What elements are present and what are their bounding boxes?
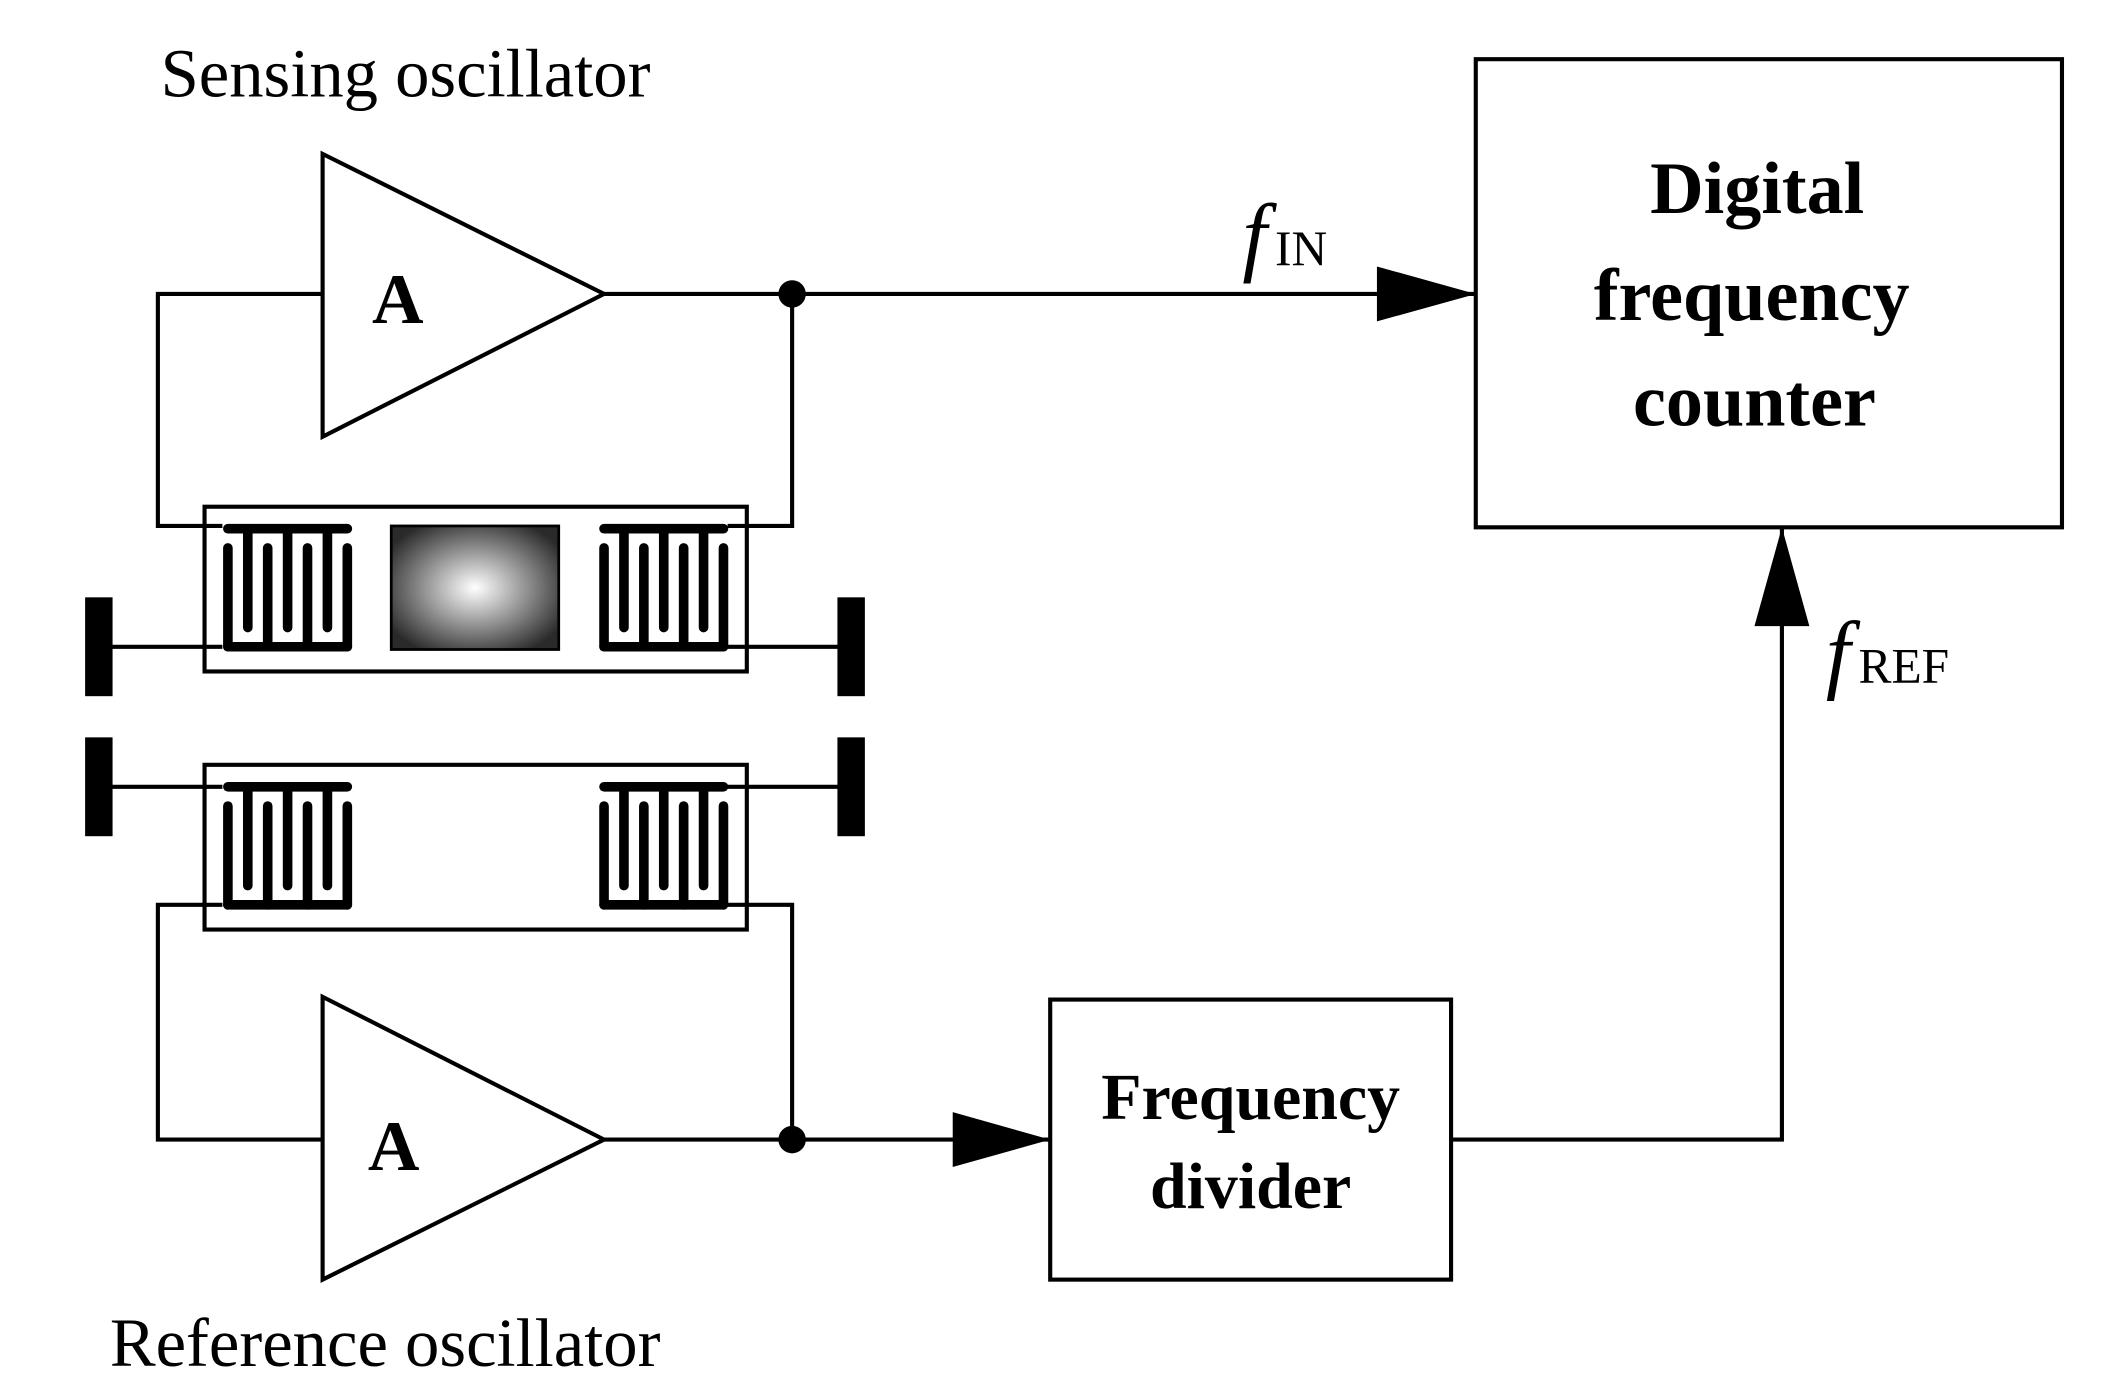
idt-bottom-left-icon [223,781,353,910]
idt-bottom-right-icon [599,781,729,910]
divider-label-line2: divider [1150,1150,1351,1223]
digital-frequency-counter-block [1473,57,2065,530]
absorber-top-right-icon [837,597,865,697]
amplifier-top-icon [320,150,609,441]
counter-label-line3: counter [1633,361,1876,443]
frequency-divider-block [1048,997,1454,1282]
amplifier-bottom-label: A [368,1107,420,1186]
reference-device-substrate [202,762,749,932]
divider-input-arrowhead-icon [952,1112,1051,1168]
f-ref-arrowhead-icon [1754,527,1810,627]
absorber-top-left-icon [85,597,113,697]
amplifier-top-label: A [372,260,424,339]
counter-label-line2: frequency [1594,255,1910,337]
sensing-device-substrate [202,504,749,674]
idt-top-left-icon [223,523,353,652]
reference-oscillator-label: Reference oscillator [110,1305,661,1380]
sensing-oscillator-label: Sensing oscillator [161,35,651,111]
f-in-arrowhead-icon [1376,266,1476,322]
reference-feedback-wires [155,902,1051,1142]
junction-top-icon [778,280,806,308]
idt-top-right-icon [599,523,729,652]
absorber-bottom-left-icon [85,737,113,837]
absorber-bottom-right-icon [837,737,865,837]
divider-label-line1: Frequency [1101,1061,1400,1134]
sensing-feedback-wires [155,291,1476,529]
junction-bottom-icon [778,1125,806,1154]
amplifier-bottom-icon [320,993,609,1283]
counter-label-line1: Digital [1650,148,1864,230]
f-ref-wire [1451,527,1784,1142]
sensing-film-icon [389,524,561,651]
